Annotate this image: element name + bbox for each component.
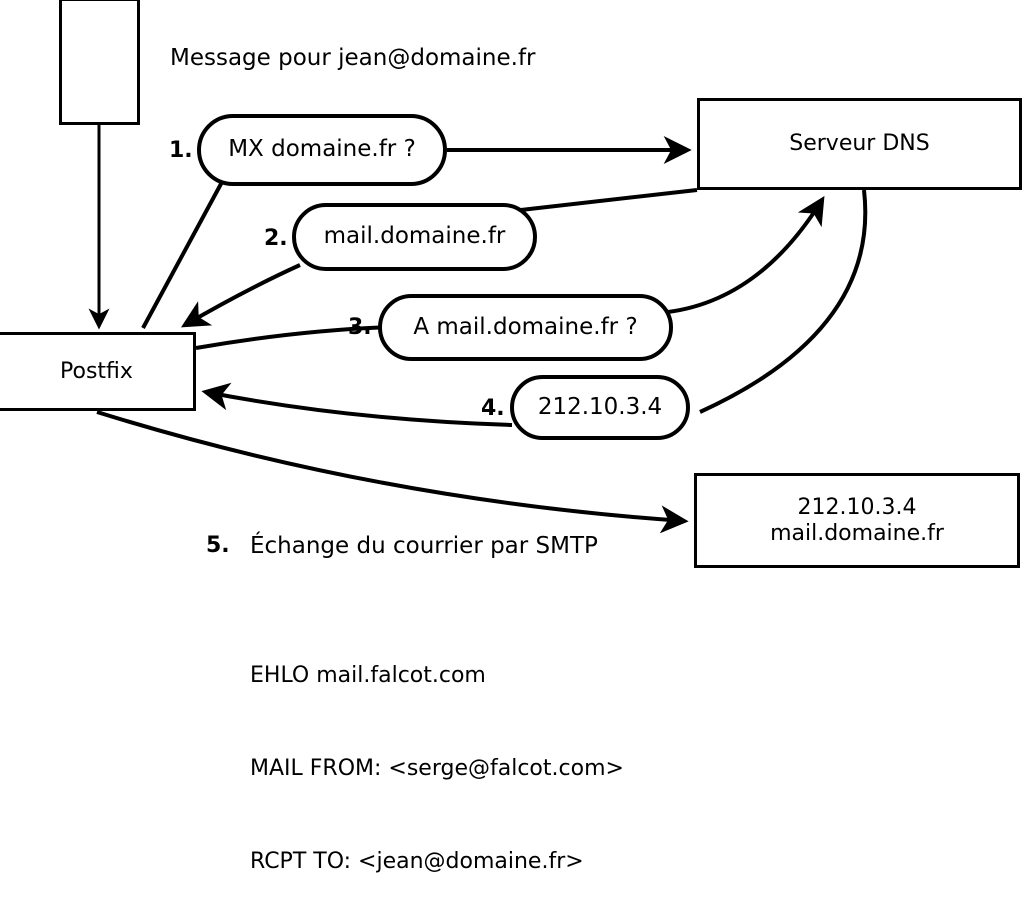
dns-server-label: Serveur DNS [789, 131, 930, 157]
smtp-line: EHLO mail.falcot.com [250, 663, 486, 688]
smtp-line: MAIL FROM: <serge@falcot.com> [250, 756, 624, 781]
postfix-box[interactable]: Postfix [0, 332, 196, 411]
edge-postfix-to-bubble1 [141, 181, 224, 329]
bubble-step-2-text: mail.domaine.fr [323, 223, 506, 250]
step-number-5: 5. [206, 533, 230, 558]
edge-bubble3-to-dns [667, 196, 825, 314]
bubble-step-1[interactable]: MX domaine.fr ? [197, 114, 447, 186]
edge-dns-to-bubble2 [511, 188, 698, 213]
dns-server-box[interactable]: Serveur DNS [697, 98, 1022, 190]
step-number-4: 4. [481, 396, 505, 421]
bubble-step-2[interactable]: mail.domaine.fr [292, 203, 537, 271]
edge-bubble4-to-postfix [201, 382, 513, 427]
smtp-transcript: EHLO mail.falcot.com MAIL FROM: <serge@f… [250, 598, 624, 919]
bubble-step-3[interactable]: A mail.domaine.fr ? [378, 294, 673, 361]
bubble-step-4-text: 212.10.3.4 [537, 393, 663, 420]
step-number-2: 2. [264, 226, 288, 251]
mail-client-box[interactable] [59, 0, 140, 125]
edge-dns-to-bubble4 [699, 189, 868, 414]
step-number-3: 3. [348, 315, 372, 340]
bubble-step-3-text: A mail.domaine.fr ? [413, 313, 638, 340]
smtp-line: RCPT TO: <jean@domaine.fr> [250, 849, 584, 874]
page-title: Message pour jean@domaine.fr [170, 45, 536, 71]
postfix-label: Postfix [60, 358, 133, 384]
bubble-step-1-text: MX domaine.fr ? [228, 136, 416, 163]
step-number-1: 1. [169, 138, 193, 163]
bubble-step-4[interactable]: 212.10.3.4 [510, 375, 690, 440]
mail-server-box[interactable]: 212.10.3.4 mail.domaine.fr [694, 473, 1020, 568]
mail-server-label: 212.10.3.4 mail.domaine.fr [770, 494, 944, 546]
edge-bubble2-to-postfix [180, 263, 301, 328]
step-5-label: Échange du courrier par SMTP [250, 533, 598, 559]
